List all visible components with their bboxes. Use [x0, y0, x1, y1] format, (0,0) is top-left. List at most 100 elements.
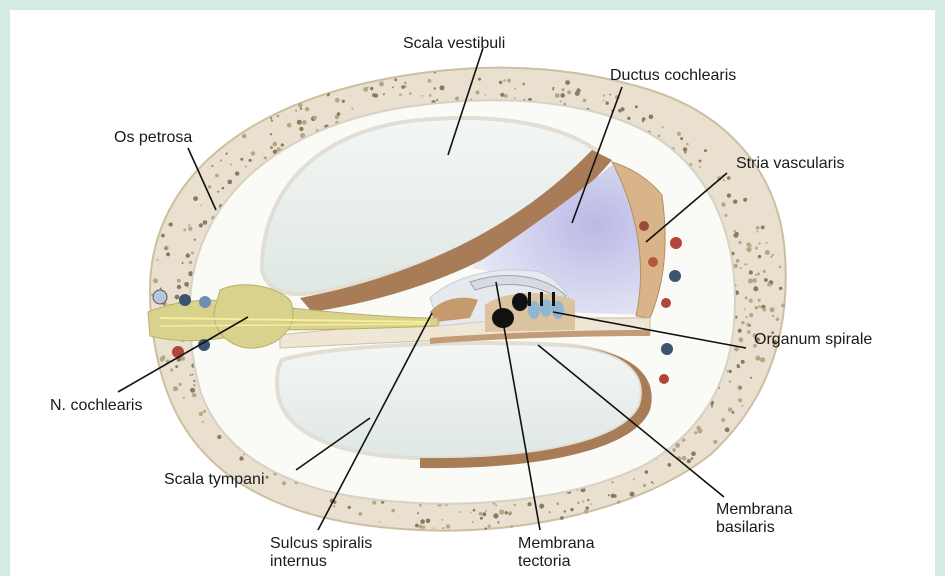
bone-speckle [755, 247, 758, 250]
bone-speckle [561, 88, 564, 91]
bone-speckle [305, 107, 309, 111]
bone-speckle [745, 316, 747, 318]
bone-speckle [743, 198, 747, 202]
ligament-vessel [659, 374, 669, 384]
bone-speckle [762, 308, 766, 312]
bone-speckle [470, 512, 472, 514]
bone-speckle [372, 501, 376, 505]
label-n-cochlearis: N. cochlearis [50, 397, 142, 414]
bone-speckle [652, 483, 654, 485]
bone-speckle [509, 513, 511, 515]
bone-speckle [570, 508, 573, 511]
bone-speckle [739, 241, 742, 244]
bone-speckle [217, 191, 219, 193]
bone-speckle [499, 81, 502, 84]
bone-speckle [662, 126, 664, 128]
bone-speckle [222, 187, 225, 190]
bone-speckle [565, 80, 570, 85]
bone-speckle [576, 88, 580, 92]
bone-speckle [742, 405, 744, 407]
bone-speckle [179, 383, 182, 386]
bone-speckle [555, 93, 560, 98]
bone-speckle [658, 135, 661, 138]
bone-speckle [170, 368, 173, 371]
bone-speckle [193, 196, 198, 201]
bone-speckle [766, 242, 768, 244]
bone-speckle [161, 234, 165, 238]
bone-speckle [711, 405, 713, 407]
bone-speckle [684, 151, 686, 153]
bone-speckle [226, 153, 228, 155]
bone-speckle [497, 521, 499, 523]
bone-speckle [736, 259, 740, 263]
bone-speckle [740, 267, 742, 269]
bone-speckle [399, 94, 402, 97]
bone-speckle [735, 232, 739, 236]
bone-speckle [153, 278, 158, 283]
bone-speckle [680, 137, 683, 140]
bone-speckle [753, 286, 758, 291]
bone-speckle [479, 512, 483, 516]
bone-speckle [727, 176, 731, 180]
bone-speckle [270, 133, 272, 135]
bone-speckle [235, 171, 239, 175]
bone-speckle [630, 492, 635, 497]
bone-speckle [725, 214, 728, 217]
bone-speckle [328, 93, 331, 96]
bone-speckle [495, 505, 497, 507]
bone-speckle [738, 398, 742, 402]
bone-speckle [635, 105, 638, 108]
bone-speckle [539, 504, 544, 509]
bone-speckle [217, 435, 221, 439]
bone-speckle [752, 278, 757, 283]
label-membrana-tectoria-line1: Membrana [518, 535, 595, 552]
stria-vessel [669, 270, 681, 282]
bone-speckle [480, 517, 483, 520]
bone-speckle [779, 266, 782, 269]
bone-speckle [721, 418, 725, 422]
bone-speckle [249, 159, 252, 162]
bone-speckle [175, 365, 178, 368]
bone-speckle [428, 79, 432, 83]
bone-speckle [499, 509, 504, 514]
bone-speckle [242, 134, 247, 139]
bone-speckle [747, 242, 751, 246]
bone-speckle [161, 355, 165, 359]
label-stria-vascularis: Stria vascularis [736, 155, 844, 172]
bone-speckle [199, 223, 203, 227]
bone-speckle [442, 519, 444, 521]
bone-speckle [348, 506, 351, 509]
bone-speckle [442, 527, 444, 529]
label-membrana-tectoria-line2: tectoria [518, 553, 571, 570]
bone-speckle [611, 494, 615, 498]
bone-speckle [183, 229, 186, 232]
bone-speckle [282, 481, 286, 485]
bone-speckle [193, 384, 195, 386]
bone-speckle [747, 330, 751, 334]
bone-speckle [270, 146, 273, 149]
bone-speckle [741, 321, 744, 324]
bone-speckle [750, 377, 752, 379]
bone-speckle [335, 98, 340, 103]
bone-speckle [746, 263, 748, 265]
bone-speckle [582, 500, 584, 502]
bone-speckle [476, 91, 480, 95]
bone-speckle [230, 164, 232, 166]
bone-speckle [482, 512, 486, 516]
bone-speckle [227, 180, 232, 185]
bone-speckle [337, 112, 341, 116]
bone-speckle [239, 456, 243, 460]
bone-speckle [215, 174, 219, 178]
bone-speckle [429, 94, 432, 97]
bone-speckle [672, 448, 676, 452]
bone-speckle [734, 230, 737, 233]
bone-speckle [729, 380, 731, 382]
bone-speckle [297, 120, 302, 125]
bone-speckle [436, 99, 438, 101]
bone-speckle [645, 470, 649, 474]
bone-speckle [734, 347, 739, 352]
label-membrana-basilaris-line2: basilaris [716, 519, 775, 536]
bone-speckle [183, 397, 185, 399]
label-scala-tympani: Scala tympani [164, 471, 265, 488]
